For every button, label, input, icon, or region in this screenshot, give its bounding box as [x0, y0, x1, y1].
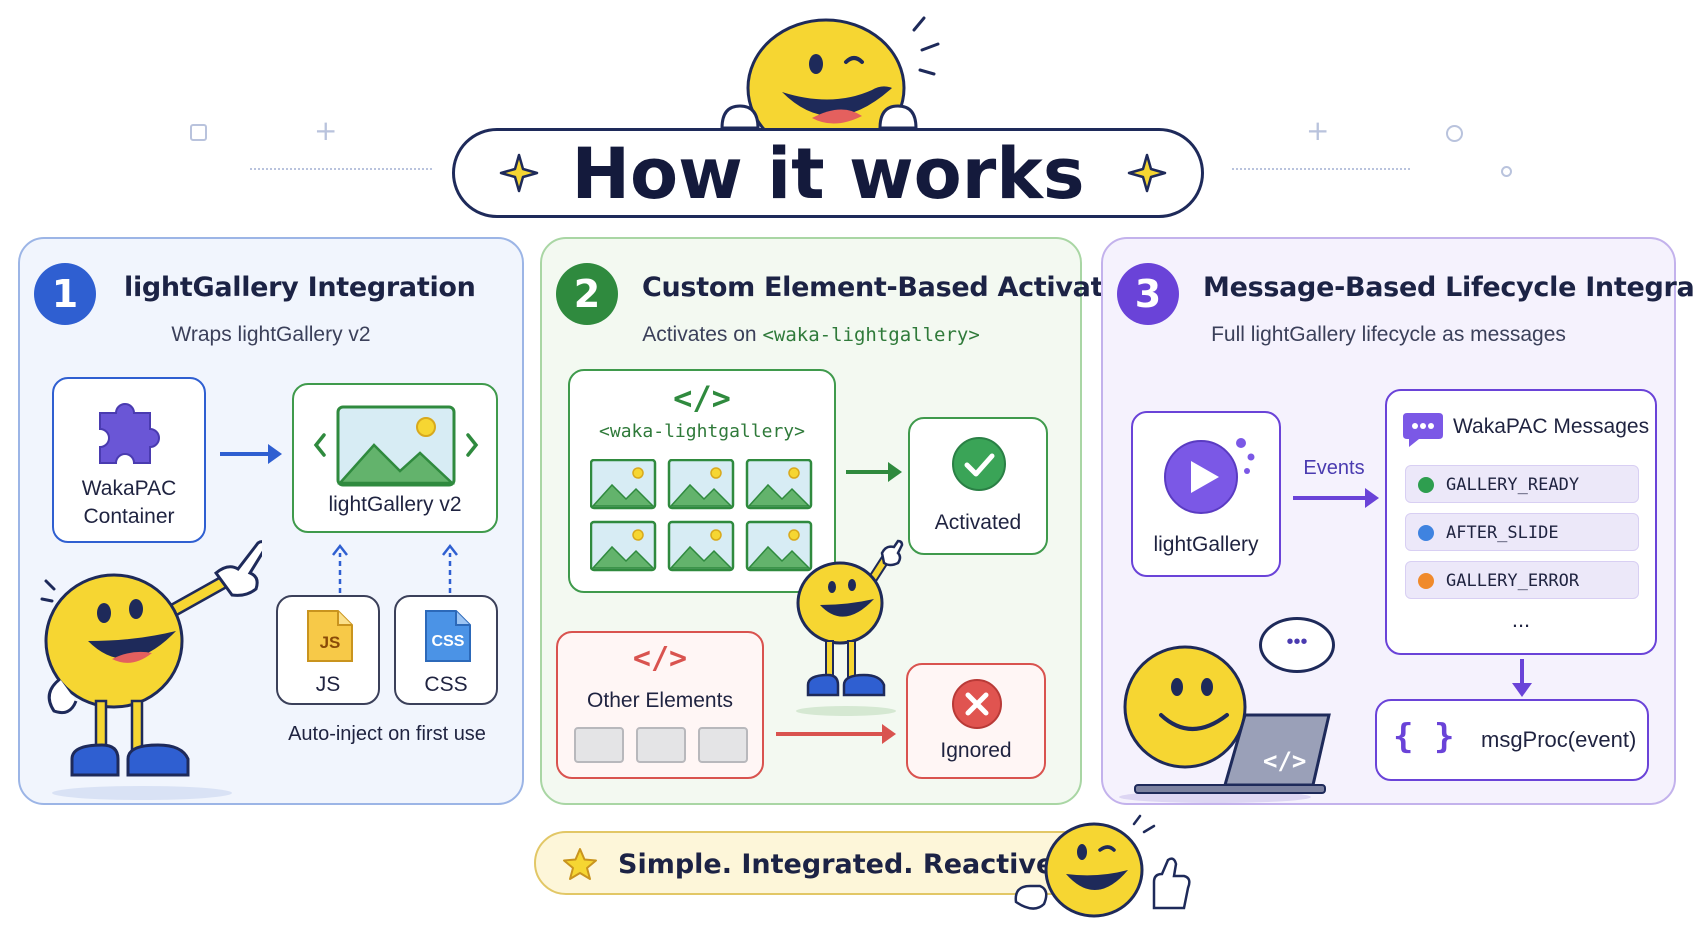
css-label: CSS: [424, 673, 468, 696]
status-dot: [1418, 573, 1434, 589]
sparkle-icon: [1127, 153, 1167, 193]
braces-icon: { }: [1393, 717, 1455, 757]
css-file-icon: [425, 610, 471, 662]
ignored-label: Ignored: [940, 739, 1012, 762]
placeholder-block: [636, 727, 686, 763]
dashed-arrow-up-icon: [442, 543, 458, 593]
speech-bubble-dots: •••: [1286, 631, 1308, 653]
chat-icon: [1403, 413, 1443, 447]
panel-subtitle-code: <waka-lightgallery>: [762, 324, 980, 346]
message-row: GALLERY_ERROR: [1405, 561, 1639, 599]
panel-subtitle: Activates on <waka-lightgallery>: [542, 323, 1080, 347]
page-title: How it works: [571, 133, 1085, 215]
js-file-box: JS JS: [276, 595, 380, 705]
messages-title: WakaPAC Messages: [1453, 415, 1650, 438]
play-icon: [1164, 438, 1255, 514]
container-label-line1: WakaPAC: [81, 477, 177, 500]
step-number: 2: [556, 263, 618, 325]
placeholder-block: [574, 727, 624, 763]
wakapac-container-box: WakaPAC Container: [52, 377, 206, 543]
panel-title: Message-Based Lifecycle Integration: [1203, 272, 1693, 303]
handler-label: msgProc(event): [1481, 727, 1637, 752]
waka-lightgallery-element-box: </> <waka-lightgallery>: [568, 369, 836, 593]
message-name: GALLERY_ERROR: [1446, 571, 1580, 591]
lightgallery-source-label: lightGallery: [1153, 533, 1259, 556]
message-name: GALLERY_READY: [1446, 475, 1580, 495]
message-row: AFTER_SLIDE: [1405, 513, 1639, 551]
x-circle-icon: [952, 679, 1002, 729]
other-elements-box: </> Other Elements: [556, 631, 764, 779]
image-thumbnails-grid: [590, 459, 813, 572]
arrow-down-icon: [1512, 659, 1532, 697]
panel-subtitle: Full lightGallery lifecycle as messages: [1211, 323, 1566, 346]
speech-bubble: •••: [1259, 617, 1335, 673]
activated-label: Activated: [934, 511, 1022, 534]
lightgallery-source-box: lightGallery: [1131, 411, 1281, 577]
decorative-plus: +: [1306, 114, 1330, 147]
mascot-laptop: [1119, 645, 1331, 803]
status-dot: [1418, 477, 1434, 493]
js-file-icon: [307, 610, 353, 662]
puzzle-icon: [99, 403, 160, 464]
css-icon-text: CSS: [431, 633, 465, 650]
sparkle-icon: [499, 153, 539, 193]
message-name: AFTER_SLIDE: [1446, 523, 1559, 543]
decorative-circle: [1446, 125, 1463, 142]
slogan-banner: Simple. Integrated. Reactive.: [534, 831, 1094, 895]
panel-subtitle-text: Activates on: [642, 323, 763, 346]
panel-lightgallery-integration: 1 lightGallery Integration Wraps lightGa…: [18, 237, 524, 805]
decorative-square: [190, 124, 207, 141]
more-indicator: ...: [1511, 607, 1531, 632]
mascot-pointing: [40, 540, 262, 800]
check-circle-icon: [952, 437, 1006, 491]
wakapac-messages-box: WakaPAC Messages GALLERY_READY AFTER_SLI…: [1385, 389, 1657, 655]
panel-message-lifecycle: 3 Message-Based Lifecycle Integration Fu…: [1101, 237, 1693, 805]
container-label-line2: Container: [83, 505, 175, 528]
mascot-thumbs-up: [1014, 814, 1191, 918]
activated-box: Activated: [908, 417, 1048, 555]
placeholder-block: [698, 727, 748, 763]
decorative-circle: [1501, 166, 1512, 177]
panel-title: Custom Element-Based Activation: [642, 272, 1150, 303]
events-label: Events: [1303, 457, 1365, 479]
mascot-pointing-small: [796, 539, 904, 716]
status-dot: [1418, 525, 1434, 541]
panel-custom-element-activation: 2 Custom Element-Based Activation Activa…: [540, 237, 1150, 805]
lightgallery-v2-box: lightGallery v2: [292, 383, 498, 533]
msgproc-box: { } msgProc(event): [1375, 699, 1649, 781]
css-file-box: CSS CSS: [394, 595, 498, 705]
dashed-arrow-up-icon: [332, 543, 348, 593]
other-elements-label: Other Elements: [587, 689, 733, 712]
message-row: GALLERY_READY: [1405, 465, 1639, 503]
js-icon-text: JS: [319, 633, 341, 652]
decorative-plus: +: [314, 114, 338, 147]
step-number: 3: [1117, 263, 1179, 325]
js-label: JS: [315, 673, 341, 696]
arrow-right-icon: [1293, 488, 1379, 508]
title-banner: How it works: [452, 128, 1204, 218]
star-icon: [563, 848, 597, 880]
decorative-dotted-line-right: [1232, 168, 1410, 170]
slogan-text: Simple. Integrated. Reactive.: [618, 849, 1065, 880]
code-icon: </>: [632, 641, 688, 676]
arrow-right-icon: [776, 724, 896, 744]
panel-subtitle: Wraps lightGallery v2: [171, 323, 371, 346]
ignored-box: Ignored: [906, 663, 1046, 779]
laptop-code-icon: </>: [1263, 747, 1307, 775]
code-icon: </>: [673, 379, 731, 417]
decorative-dotted-line-left: [250, 168, 432, 170]
lightgallery-v2-label: lightGallery v2: [328, 493, 462, 516]
image-slider-icon: [313, 405, 479, 487]
arrow-right-icon: [220, 444, 282, 464]
mascot-peeking: [720, 16, 940, 140]
arrow-right-icon: [846, 462, 902, 482]
panel-title: lightGallery Integration: [124, 272, 476, 303]
auto-inject-caption: Auto-inject on first use: [288, 723, 486, 745]
step-number: 1: [34, 263, 96, 325]
element-tag-label: <waka-lightgallery>: [599, 421, 805, 442]
